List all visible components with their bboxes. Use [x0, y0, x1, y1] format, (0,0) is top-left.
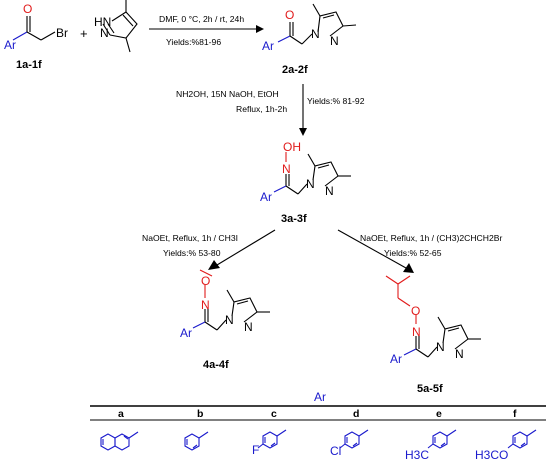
aryl-f-methoxyphenyl [507, 429, 537, 449]
ether-oxygen: O [411, 304, 420, 318]
aryl-d-substituent: Cl [330, 444, 341, 458]
arrow-reaction-3a-head [208, 260, 220, 270]
aryl-f-substituent: H3CO [475, 448, 508, 462]
arrow-reaction-3a [216, 229, 276, 266]
aryl-e-substituent: H3C [405, 448, 429, 462]
arrow-reaction-1-head [256, 25, 264, 33]
oxime-nitrogen: N [201, 298, 210, 312]
compound-5-o-isobutyl-oxime: O N Ar N N [385, 275, 481, 366]
aryl-b-phenyl [184, 431, 209, 451]
reaction-2-yields: Yields:% 81-92 [307, 96, 365, 106]
bromine-atom: Br [56, 26, 68, 40]
dimethylpyrazole: HN N [94, 0, 138, 53]
compound-2-label: 2a-2f [282, 64, 308, 76]
ar-table-title: Ar [314, 390, 326, 404]
pyrazole-n2: N [330, 34, 339, 48]
aryl-group-label: Ar [260, 190, 272, 204]
aryl-c-substituent: F [252, 443, 259, 457]
ether-oxygen: O [201, 274, 210, 288]
compound-4-o-methyl-oxime: O N Ar N N [180, 269, 270, 340]
aryl-group-label: Ar [262, 39, 274, 53]
compound-2-ketone: O Ar N N [262, 3, 357, 53]
pyrazole-n1: N [436, 340, 445, 354]
pyrazole-n1: N [225, 313, 234, 327]
aryl-e-tolyl [427, 429, 457, 449]
aryl-group-label: Ar [390, 352, 402, 366]
pyrazole-n1: N [311, 27, 320, 41]
compound-1-label: 1a-1f [16, 59, 42, 71]
reaction-3b-yields: Yields:% 52-65 [384, 248, 442, 258]
compound-4-label: 4a-4f [203, 359, 229, 371]
aryl-group-label: Ar [180, 326, 192, 340]
pyrazole-n1: N [306, 177, 315, 191]
reaction-2-conditions-line1: NH2OH, 15N NaOH, EtOH [176, 89, 279, 99]
compound-1-bromoketone: O Ar Br [4, 2, 68, 52]
ar-column-header-d: d [353, 408, 359, 420]
aryl-d-chlorophenyl [339, 429, 369, 449]
aryl-c-fluorophenyl [257, 429, 287, 449]
reaction-3b-conditions: NaOEt, Reflux, 1h / (CH3)2CHCH2Br [360, 233, 502, 243]
ar-column-header-e: e [436, 408, 442, 420]
ar-table-headers: a b c d e f [118, 408, 517, 420]
reaction-3a-yields: Yields:% 53-80 [163, 248, 221, 258]
pyrazole-n2: N [244, 320, 253, 334]
arrow-reaction-2-head [299, 128, 307, 136]
compound-5-label: 5a-5f [417, 383, 443, 395]
compound-3-label: 3a-3f [281, 213, 307, 225]
compound-3-oxime: OH N Ar N N [260, 140, 351, 204]
aryl-group-label: Ar [4, 38, 16, 52]
pyrazole-n: N [100, 26, 109, 40]
ar-column-header-a: a [118, 408, 124, 420]
reaction-3a-conditions: NaOEt, Reflux, 1h / CH3I [142, 233, 238, 243]
aryl-a-naphthyl [100, 431, 139, 451]
plus-sign: + [80, 26, 88, 41]
arrow-reaction-3b-head [403, 263, 414, 273]
arrow-reaction-3b [337, 229, 407, 269]
pyrazole-nh: HN [94, 15, 111, 29]
reaction-1-yields: Yields:%81-96 [166, 37, 221, 47]
oxime-nitrogen: N [282, 162, 291, 176]
reaction-2-conditions-line2: Reflux, 1h-2h [236, 104, 287, 114]
carbonyl-oxygen: O [285, 8, 294, 22]
ar-column-header-f: f [513, 408, 517, 420]
ar-column-header-b: b [197, 408, 203, 420]
reaction-1-conditions: DMF, 0 °C, 2h / rt, 24h [159, 14, 244, 24]
oxime-nitrogen: N [412, 325, 421, 339]
pyrazole-n2: N [455, 347, 464, 361]
oxime-hydroxyl: OH [283, 140, 301, 154]
ar-column-header-c: c [271, 408, 277, 420]
carbonyl-oxygen: O [23, 2, 32, 16]
pyrazole-n2: N [325, 184, 334, 198]
